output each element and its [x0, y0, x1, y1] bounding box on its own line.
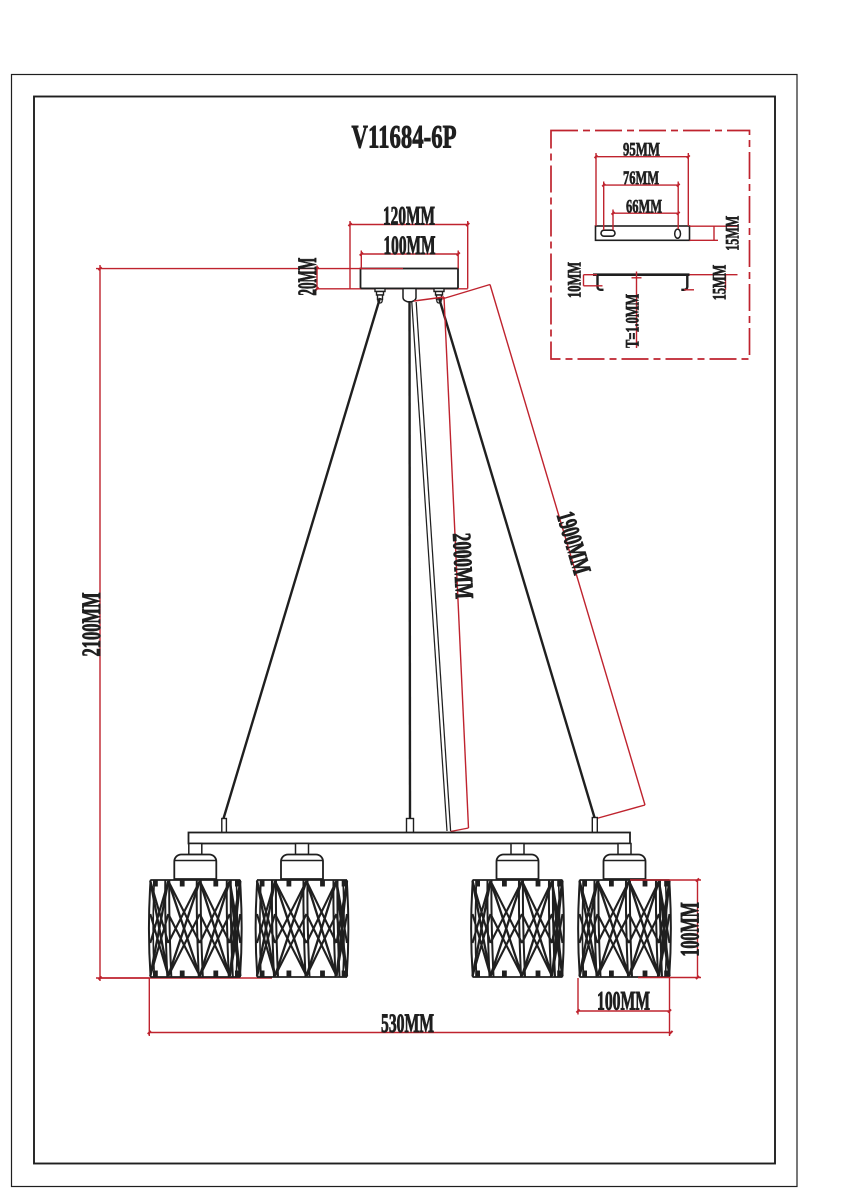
svg-text:100MM: 100MM [676, 902, 705, 957]
svg-text:V11684-6P: V11684-6P [352, 120, 457, 156]
svg-text:66MM: 66MM [626, 197, 662, 217]
svg-text:10MM: 10MM [566, 262, 586, 298]
svg-text:95MM: 95MM [623, 141, 660, 161]
svg-text:530MM: 530MM [381, 1009, 434, 1038]
svg-text:100MM: 100MM [597, 987, 650, 1016]
svg-text:100MM: 100MM [384, 231, 436, 260]
svg-text:15MM: 15MM [711, 265, 731, 301]
svg-text:120MM: 120MM [383, 201, 435, 230]
svg-text:T=1.0MM: T=1.0MM [624, 294, 644, 348]
svg-text:2100MM: 2100MM [77, 593, 106, 657]
svg-text:15MM: 15MM [724, 216, 744, 251]
svg-text:2000MM: 2000MM [447, 532, 479, 599]
svg-text:76MM: 76MM [623, 169, 659, 189]
svg-text:20MM: 20MM [293, 258, 322, 296]
